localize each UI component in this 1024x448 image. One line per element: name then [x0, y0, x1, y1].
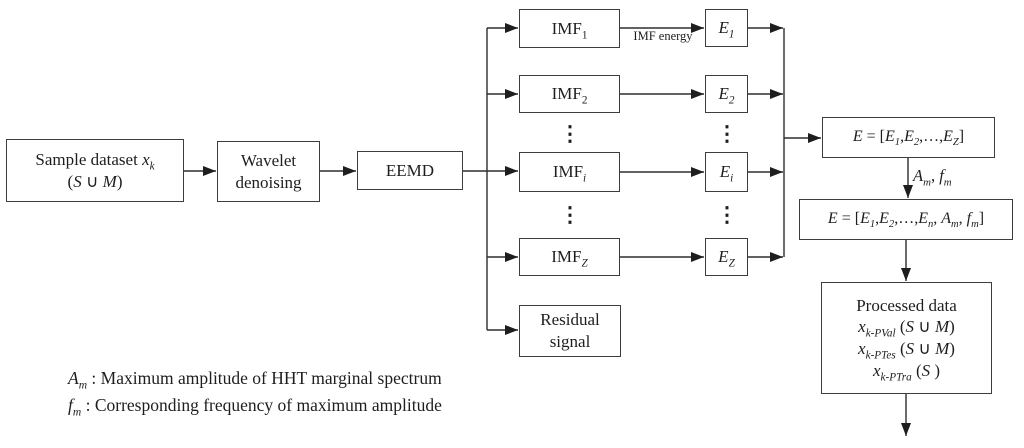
node-imf-1: IMF1 — [519, 9, 620, 48]
e-column-dots-lower: ⋮ — [716, 202, 738, 227]
node-imf-z: IMFZ — [519, 238, 620, 276]
e-column-dots-upper: ⋮ — [716, 121, 738, 146]
e-i-label: Ei — [719, 162, 734, 185]
node-e-1: E1 — [705, 9, 748, 47]
imf-1-label: IMF1 — [551, 18, 588, 42]
node-e-i: Ei — [705, 152, 748, 192]
node-sample-dataset: Sample dataset xk (S ∪ M) — [6, 139, 184, 202]
sample-dataset-label-line1: Sample dataset xk — [35, 149, 155, 173]
node-energy-vector: E = [E1,E2,…,EZ] — [822, 117, 995, 158]
processed-data-line2: xk-PTes (S ∪ M) — [858, 339, 955, 362]
node-imf-2: IMF2 — [519, 75, 620, 113]
node-processed-data: Processed data xk-PVal (S ∪ M) xk-PTes (… — [821, 282, 992, 394]
processed-data-line3: xk-PTra (S ) — [872, 360, 941, 384]
imf-2-label: IMF2 — [551, 84, 588, 107]
e-z-label: EZ — [718, 247, 735, 270]
imf-energy-label: IMF energy — [633, 29, 693, 43]
wavelet-label-line1: Wavelet — [240, 150, 297, 170]
imf-z-label: IMFZ — [551, 247, 588, 270]
wavelet-label-line2: denoising — [235, 172, 302, 192]
imf-column-dots-lower: ⋮ — [559, 202, 581, 227]
legend-fm-line: fm : Corresponding frequency of maximum … — [68, 395, 442, 419]
node-imf-i: IMFi — [519, 152, 620, 192]
imf-column-dots-upper: ⋮ — [559, 121, 581, 146]
residual-label-line2: signal — [549, 332, 591, 351]
node-residual-signal: Residual signal — [519, 305, 621, 357]
legend-am-line: Am : Maximum amplitude of HHT marginal s… — [68, 368, 442, 392]
node-energy-vector-full: E = [E1,E2,…,En, Am, fm] — [799, 199, 1013, 240]
processed-data-title: Processed data — [856, 295, 957, 315]
am-fm-label: Am, fm — [913, 166, 952, 189]
node-wavelet-denoising: Wavelet denoising — [217, 141, 320, 202]
node-eemd: EEMD — [357, 151, 463, 190]
node-e-z: EZ — [705, 238, 748, 276]
residual-label-line1: Residual — [540, 310, 600, 330]
e-1-label: E1 — [718, 18, 735, 41]
imf-i-label: IMFi — [552, 162, 587, 185]
processed-data-line1: xk-PVal (S ∪ M) — [858, 317, 955, 340]
energy-vector-full-label: E = [E1,E2,…,En, Am, fm] — [827, 210, 985, 231]
energy-vector-label: E = [E1,E2,…,EZ] — [852, 128, 965, 149]
e-2-label: E2 — [718, 84, 735, 107]
legend: Am : Maximum amplitude of HHT marginal s… — [68, 365, 442, 419]
eemd-label: EEMD — [385, 160, 435, 180]
sample-dataset-label-line2: (S ∪ M) — [67, 171, 123, 191]
node-e-2: E2 — [705, 75, 748, 113]
